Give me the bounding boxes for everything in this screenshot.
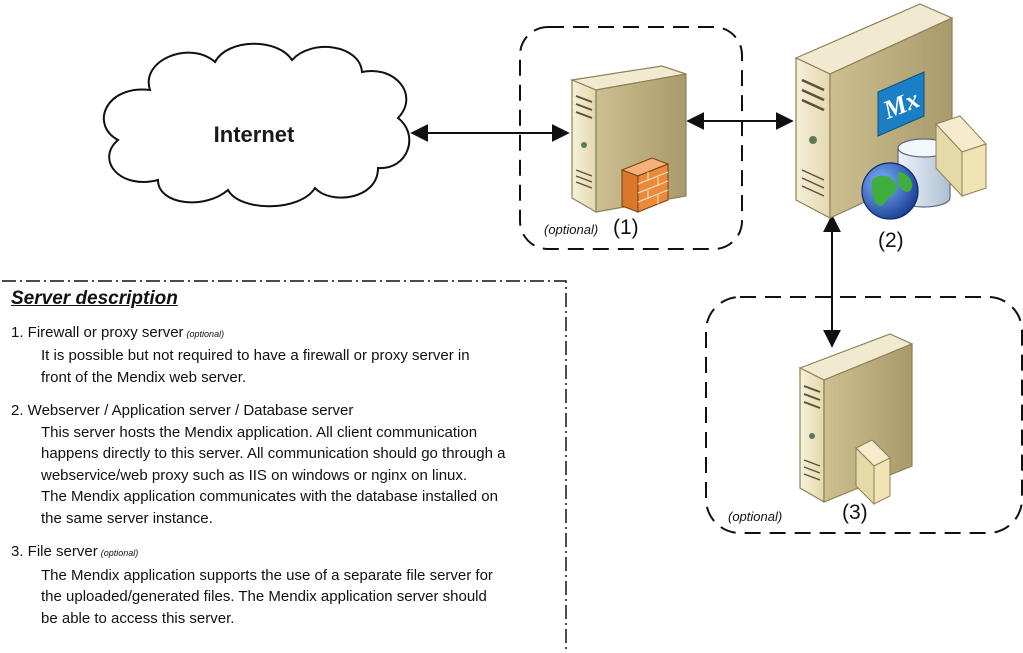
item-text-line: It is possible but not required to have … [41,347,470,364]
description-title: Server description [11,288,178,309]
item-text-line: front of the Mendix web server. [41,368,247,386]
firewall-brick-icon [620,157,670,213]
optional-label-fileserver: (optional) [728,509,782,524]
item-text-line: be able to access this server. [41,609,235,627]
optional-label-firewall: (optional) [544,222,598,237]
item-text-line: The Mendix application supports the use … [41,566,493,584]
mendix-logo-icon: Mx [877,71,925,137]
globe-icon [861,162,919,220]
fileserver-folder-icon [855,439,891,506]
description-border [2,280,567,653]
label-1: (1) [613,216,639,239]
label-3: (3) [842,501,868,524]
item-text-line: This server hosts the Mendix application… [41,423,478,441]
description-item-fileserver: 3. File server(optional) The Mendix appl… [11,541,556,629]
file-folder-icon [935,115,987,198]
item-optional-tag: (optional) [100,548,139,558]
description-item-webserver: 2. Webserver / Application server / Data… [11,400,556,529]
item-text-line: the uploaded/generated files. The Mendix… [41,588,487,605]
item-heading: 2. Webserver / Application server / Data… [11,402,354,419]
item-text-line: webservice/web proxy such as IIS on wind… [41,466,468,484]
item-text-line: The Mendix application communicates with… [41,488,498,505]
item-text-line: happens directly to this server. All com… [41,445,506,462]
server-description-panel: Server description 1. Firewall or proxy … [8,288,556,650]
item-optional-tag: (optional) [186,328,225,339]
item-heading: 1. Firewall or proxy server [11,323,184,341]
internet-label: Internet [214,122,295,147]
optional-box-fileserver [705,296,1023,534]
description-item-firewall: 1. Firewall or proxy server(optional) It… [11,322,556,389]
label-2: (2) [878,229,904,252]
internet-cloud: Internet [102,42,411,208]
item-text-line: the same server instance. [41,509,213,527]
item-heading: 3. File server [11,543,98,560]
